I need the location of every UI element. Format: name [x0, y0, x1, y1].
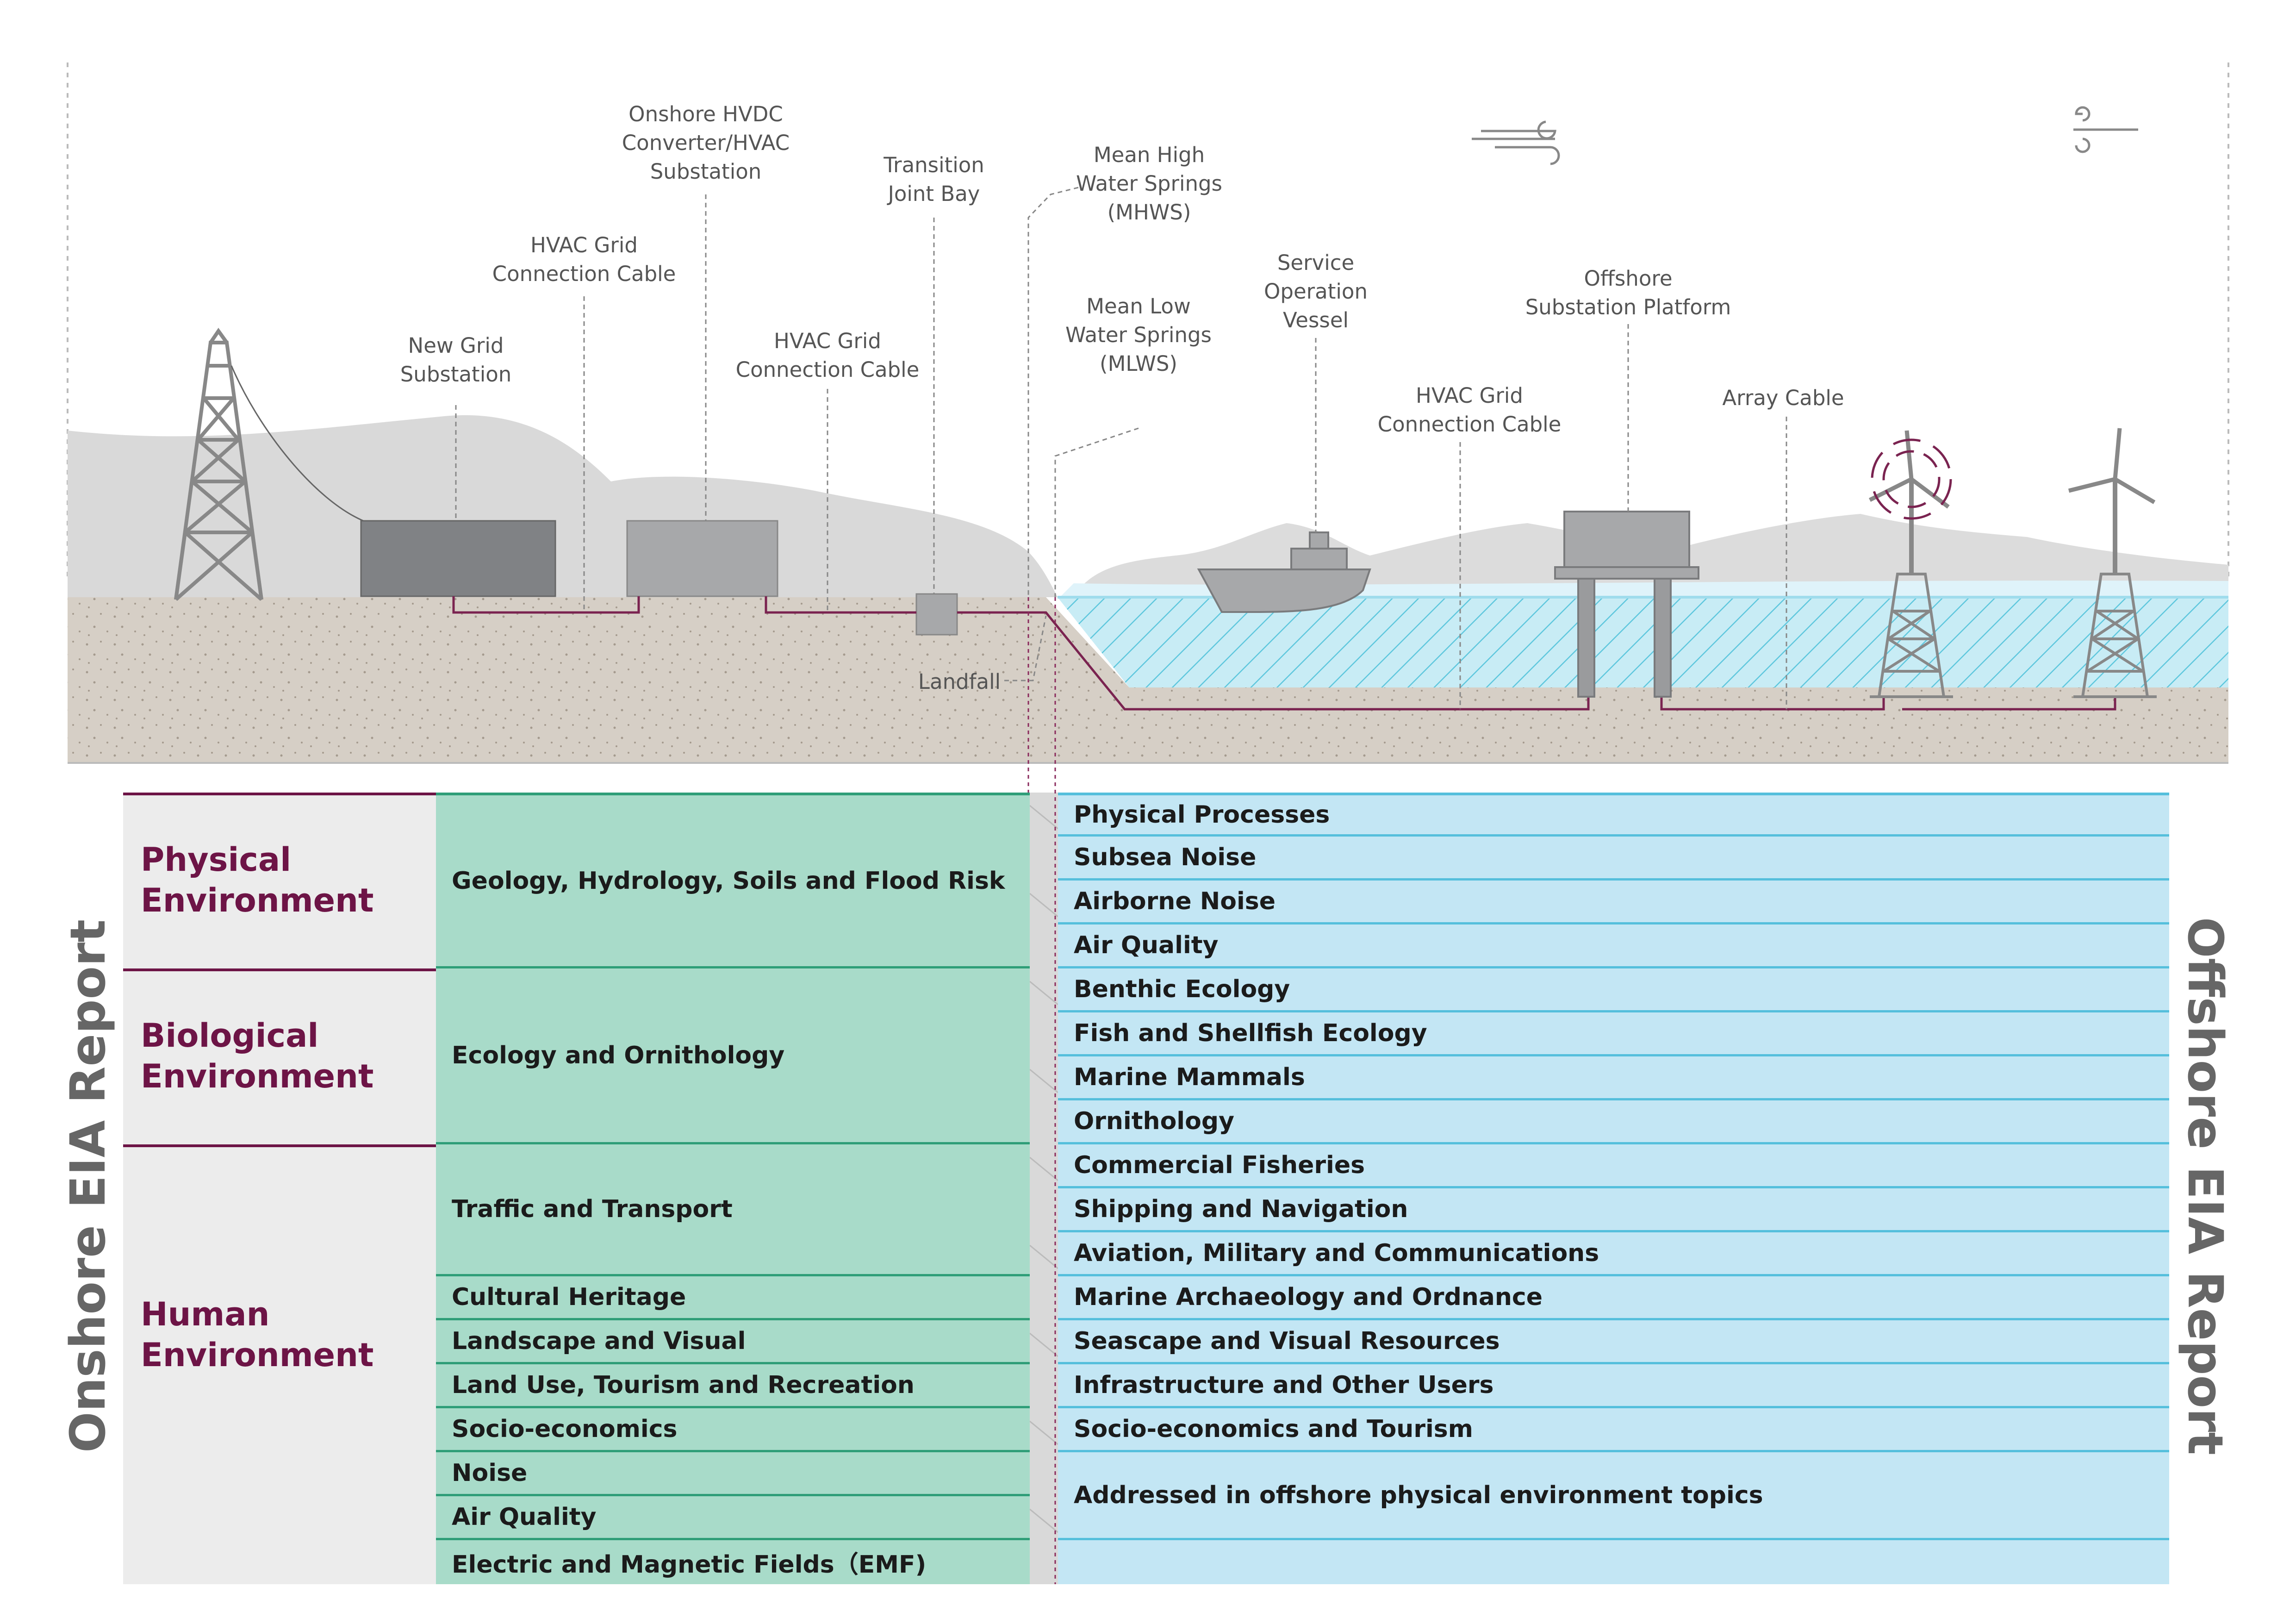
header-line: Human	[141, 1295, 270, 1333]
offshore-topic-cell: Seascape and Visual Resources	[1058, 1320, 2169, 1364]
converter-substation-building	[626, 520, 778, 597]
header-line: Physical	[141, 841, 292, 879]
onshore-topic-cell: Traffic and Transport	[436, 1144, 1030, 1276]
offshore-topic-cell: Air Quality	[1058, 924, 2169, 968]
wind-icon	[2073, 106, 2138, 153]
offshore-report-title: Offshore EIA Report	[2177, 917, 2234, 1455]
offshore-topic-cell: Infrastructure and Other Users	[1058, 1364, 2169, 1408]
environment-header-human: Human Environment	[123, 1144, 436, 1584]
leader-line	[1027, 187, 1079, 597]
label-landfall: Landfall	[918, 669, 1001, 694]
offshore-topic-cell: Commercial Fisheries	[1058, 1144, 2169, 1188]
wind-turbine-icon	[2068, 428, 2157, 698]
offshore-topic-cell: Subsea Noise	[1058, 837, 2169, 881]
offshore-topic-cell-empty	[1058, 1540, 2169, 1584]
header-line: Biological	[141, 1017, 319, 1055]
wind-turbine-icon	[1868, 430, 1953, 698]
offshore-topic-cell: Socio-economics and Tourism	[1058, 1408, 2169, 1452]
offshore-topic-cell: Addressed in offshore physical environme…	[1058, 1452, 2169, 1540]
environment-header-biological: Biological Environment	[123, 968, 436, 1144]
onshore-topic-cell: Socio-economics	[436, 1408, 1030, 1452]
offshore-topic-cell: Marine Archaeology and Ordnance	[1058, 1276, 2169, 1320]
overhead-line	[230, 365, 364, 522]
offshore-substation-platform-icon	[1554, 511, 1699, 698]
offshore-topic-cell: Marine Mammals	[1058, 1056, 2169, 1100]
header-line: Environment	[141, 881, 374, 919]
offshore-topic-cell: Fish and Shellfish Ecology	[1058, 1012, 2169, 1056]
onshore-topic-cell: Geology, Hydrology, Soils and Flood Risk	[436, 793, 1030, 968]
leader-line	[1054, 427, 1139, 597]
offshore-topic-cell: Physical Processes	[1058, 793, 2169, 837]
label-array-cable: Array Cable	[1722, 386, 1844, 410]
onshore-topic-cell: Cultural Heritage	[436, 1276, 1030, 1320]
offshore-topic-cell: Aviation, Military and Communications	[1058, 1232, 2169, 1276]
onshore-topic-cell: Land Use, Tourism and Recreation	[436, 1364, 1030, 1408]
table-separator-strip	[1030, 793, 1058, 1584]
transition-joint-bay-box	[915, 593, 958, 636]
sea-water	[1058, 597, 2228, 687]
ground	[68, 597, 2228, 764]
onshore-topic-cell: Ecology and Ornithology	[436, 968, 1030, 1144]
offshore-topic-cell: Shipping and Navigation	[1058, 1188, 2169, 1232]
header-line: Environment	[141, 1336, 374, 1374]
onshore-topic-cell: Electric and Magnetic Fields（EMF)	[436, 1540, 1030, 1584]
new-grid-substation-building	[360, 520, 556, 597]
onshore-topic-cell: Noise	[436, 1452, 1030, 1496]
wind-icon	[1472, 120, 1560, 165]
onshore-topic-cell: Landscape and Visual	[436, 1320, 1030, 1364]
offshore-topic-cell: Airborne Noise	[1058, 881, 2169, 924]
header-line: Environment	[141, 1057, 374, 1095]
offshore-topic-cell: Benthic Ecology	[1058, 968, 2169, 1012]
leader-line	[1004, 615, 1047, 681]
cable-route	[452, 596, 2116, 711]
onshore-hills	[68, 415, 1058, 597]
environment-header-physical: Physical Environment	[123, 793, 436, 968]
pylon-icon	[174, 328, 263, 601]
service-vessel-icon	[1197, 531, 1371, 613]
offshore-topic-cell: Ornithology	[1058, 1100, 2169, 1144]
onshore-report-title: Onshore EIA Report	[60, 919, 116, 1453]
onshore-topic-cell: Air Quality	[436, 1496, 1030, 1540]
